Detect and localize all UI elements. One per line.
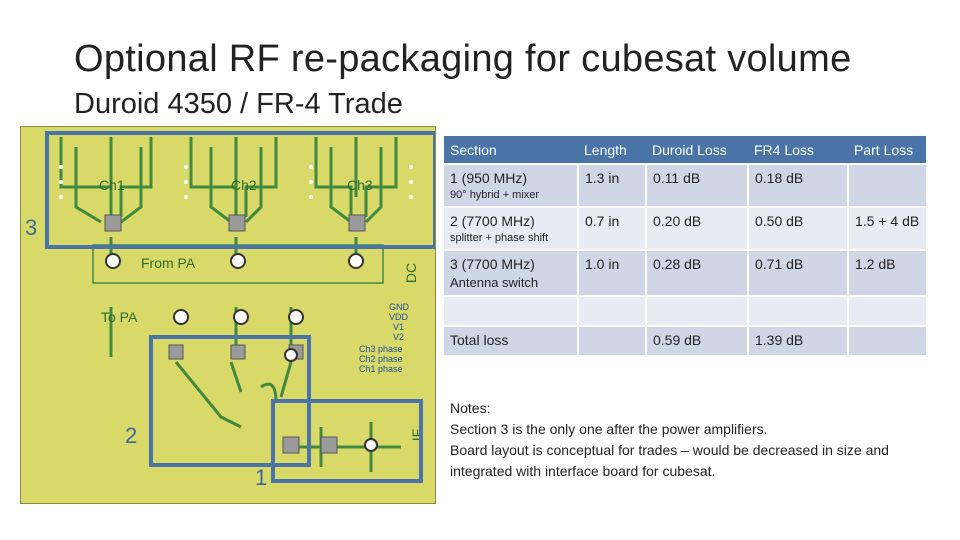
- pcb-label-dc: DC: [403, 262, 420, 284]
- cell-duroid: 0.28 dB: [646, 250, 749, 297]
- cell-total-duroid: 0.59 dB: [646, 326, 749, 357]
- pcb-label-ch1-phase: Ch1 phase: [359, 364, 403, 374]
- cell-length: 0.7 in: [578, 207, 647, 251]
- slide-title: Optional RF re-packaging for cubesat vol…: [74, 38, 852, 80]
- pcb-label-ch3: Ch3: [347, 177, 373, 193]
- cell-length: 1.0 in: [578, 250, 647, 297]
- cell-section: [444, 296, 579, 327]
- notes: Notes: Section 3 is the only one after t…: [450, 398, 950, 482]
- cell-fr4: [748, 296, 849, 327]
- cell-fr4: 0.71 dB: [748, 250, 849, 297]
- cell-section: 2 (7700 MHz): [450, 213, 535, 229]
- cell-section-sub: Antenna switch: [450, 275, 539, 290]
- cell-total-fr4: 1.39 dB: [748, 326, 849, 357]
- cell-part: 1.5 + 4 dB: [848, 207, 926, 251]
- cell-duroid: [646, 296, 749, 327]
- cell-fr4: 0.50 dB: [748, 207, 849, 251]
- pcb-label-ch1: Ch1: [99, 177, 125, 193]
- slide-subtitle: Duroid 4350 / FR-4 Trade: [74, 88, 403, 120]
- pcb-label-v1: V1: [393, 322, 405, 332]
- pcb-label-ch2: Ch2: [231, 177, 257, 193]
- cell-duroid: 0.11 dB: [646, 164, 749, 208]
- cell-fr4: 0.18 dB: [748, 164, 849, 208]
- section-3-box: [45, 131, 435, 249]
- cell-length: 1.3 in: [578, 164, 647, 208]
- cell-section: 1 (950 MHz): [450, 170, 528, 186]
- header-fr4-loss: FR4 Loss: [748, 136, 848, 165]
- cell-total-label: Total loss: [444, 326, 579, 357]
- pcb-label-vdd: VDD: [389, 312, 409, 322]
- table-row: [444, 296, 926, 327]
- cell-part: [848, 296, 926, 327]
- section-2-label: 2: [125, 423, 138, 448]
- table-row: 3 (7700 MHz) Antenna switch 1.0 in 0.28 d…: [444, 250, 926, 297]
- header-part-loss: Part Loss: [848, 136, 926, 165]
- header-duroid-loss: Duroid Loss: [646, 136, 748, 165]
- notes-line-2: Board layout is conceptual for trades – …: [450, 442, 889, 479]
- header-section: Section: [444, 136, 578, 165]
- pcb-label-ch2-phase: Ch2 phase: [359, 354, 403, 364]
- notes-heading: Notes:: [450, 400, 491, 416]
- section-1-box: [271, 399, 423, 483]
- pcb-label-from-pa: From PA: [141, 255, 196, 271]
- pcb-layout-image: Ch1 Ch2 Ch3 From PA To PA DC IF GND VDD …: [20, 126, 436, 504]
- cell-length: [578, 296, 647, 327]
- table-row: 1 (950 MHz) 90° hybrid + mixer 1.3 in 0.1…: [444, 164, 926, 208]
- cell-part: [848, 326, 926, 357]
- cell-part: [848, 164, 926, 208]
- section-3-label: 3: [25, 215, 38, 240]
- table-row-total: Total loss 0.59 dB 1.39 dB: [444, 326, 926, 357]
- notes-line-1: Section 3 is the only one after the powe…: [450, 421, 768, 437]
- pcb-label-ch3-phase: Ch3 phase: [359, 344, 403, 354]
- section-1-label: 1: [255, 465, 268, 490]
- pcb-label-v2: V2: [393, 332, 405, 342]
- table-header-row: Section Length Duroid Loss FR4 Loss Part…: [444, 136, 926, 165]
- cell-length: [578, 326, 647, 357]
- header-length: Length: [578, 136, 646, 165]
- cell-section: 3 (7700 MHz): [450, 256, 535, 272]
- cell-section-sub: splitter + phase shift: [450, 232, 549, 244]
- cell-section-sub: 90° hybrid + mixer: [450, 189, 540, 201]
- cell-part: 1.2 dB: [848, 250, 926, 297]
- pcb-traces: [59, 137, 413, 472]
- cell-duroid: 0.20 dB: [646, 207, 749, 251]
- table-row: 2 (7700 MHz) splitter + phase shift 0.7 i…: [444, 207, 926, 251]
- pcb-label-to-pa: To PA: [101, 309, 138, 325]
- pcb-label-gnd: GND: [389, 302, 409, 312]
- loss-table: Section Length Duroid Loss FR4 Loss Part…: [444, 136, 926, 357]
